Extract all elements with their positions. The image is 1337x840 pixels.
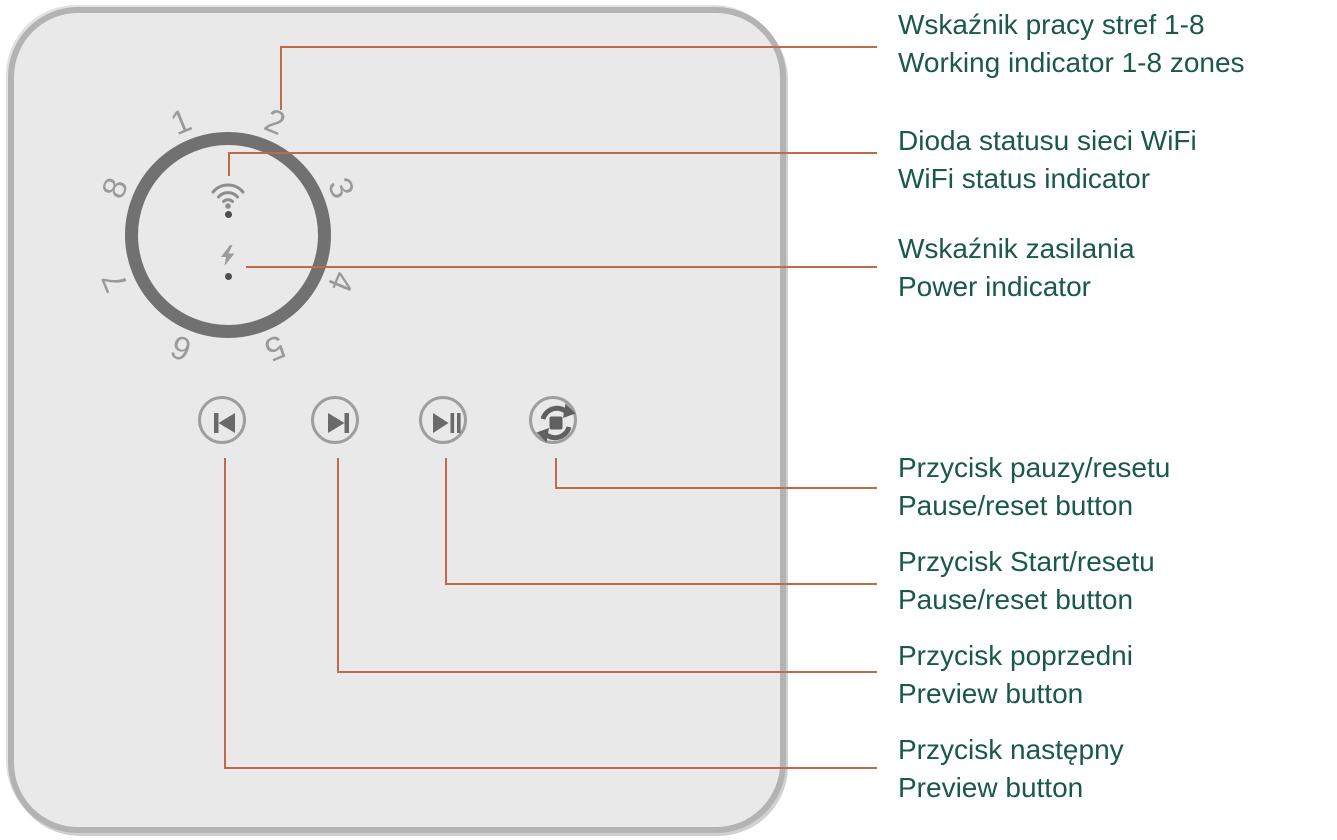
callout-pl-label: Przycisk poprzedni <box>898 640 1133 671</box>
leader-start-horizontal <box>445 583 877 585</box>
wifi-icon <box>211 183 245 209</box>
leader-zone-vertical <box>280 46 282 110</box>
callout-next: Przycisk następny Preview button <box>898 731 1124 807</box>
callout-pause-reset: Przycisk pauzy/resetu Pause/reset button <box>898 449 1170 525</box>
callout-start-reset: Przycisk Start/resetu Pause/reset button <box>898 543 1155 619</box>
leader-start-vertical <box>445 458 447 585</box>
callout-en-label: Preview button <box>898 678 1084 709</box>
callout-previous: Przycisk poprzedni Preview button <box>898 637 1133 713</box>
callout-pl-label: Wskaźnik zasilania <box>898 233 1135 264</box>
play-pause-icon <box>433 413 461 433</box>
leader-wifi-vertical <box>228 152 230 176</box>
leader-next-vertical <box>224 458 226 769</box>
previous-button[interactable] <box>198 396 246 444</box>
power-led-dot <box>225 273 232 280</box>
leader-power-horizontal <box>246 266 877 268</box>
callout-power-indicator: Wskaźnik zasilania Power indicator <box>898 230 1135 306</box>
lightning-bolt-icon <box>221 245 235 266</box>
callout-en-label: Pause/reset button <box>898 584 1134 615</box>
callout-wifi-status: Dioda statusu sieci WiFi WiFi status ind… <box>898 122 1197 198</box>
play-pause-button[interactable] <box>419 396 467 444</box>
leader-pause-vertical <box>555 458 557 489</box>
controller-panel <box>8 7 786 833</box>
callout-pl-label: Przycisk Start/resetu <box>898 546 1155 577</box>
next-button[interactable] <box>311 396 359 444</box>
callout-en-label: Preview button <box>898 772 1084 803</box>
callout-en-label: WiFi status indicator <box>898 163 1151 194</box>
callout-working-indicator: Wskaźnik pracy stref 1-8 Working indicat… <box>898 6 1245 82</box>
callout-pl-label: Wskaźnik pracy stref 1-8 <box>898 9 1205 40</box>
callout-en-label: Working indicator 1-8 zones <box>898 47 1245 78</box>
leader-previous-vertical <box>337 458 339 673</box>
leader-pause-horizontal <box>555 487 877 489</box>
leader-wifi-horizontal <box>228 152 877 154</box>
callout-pl-label: Dioda statusu sieci WiFi <box>898 125 1197 156</box>
callout-pl-label: Przycisk pauzy/resetu <box>898 452 1171 483</box>
callout-en-label: Power indicator <box>898 271 1091 302</box>
skip-previous-icon <box>214 413 235 433</box>
leader-zone-horizontal <box>280 46 877 48</box>
callout-en-label: Pause/reset button <box>898 490 1134 521</box>
skip-next-icon <box>328 413 349 433</box>
leader-next-horizontal <box>224 767 877 769</box>
sync-reset-icon <box>536 403 576 443</box>
callout-pl-label: Przycisk następny <box>898 734 1124 765</box>
sync-reset-button[interactable] <box>529 396 577 444</box>
wifi-status-led-dot <box>225 211 232 218</box>
leader-previous-horizontal <box>337 671 877 673</box>
